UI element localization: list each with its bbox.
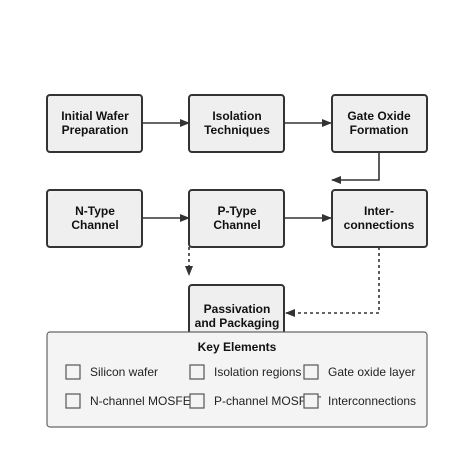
legend-label: P-channel MOSFET	[214, 394, 322, 408]
node-label-line-1: P-Type	[217, 204, 256, 218]
legend-swatch	[303, 393, 319, 409]
node-label-line-2: Channel	[213, 218, 260, 232]
legend-swatch	[189, 393, 205, 409]
legend-item-p-channel-mosfet: P-channel MOSFET	[189, 393, 322, 409]
legend-title: Key Elements	[198, 340, 277, 354]
legend-label-overlap-mask	[189, 392, 190, 393]
legend: Key Elements Silicon wafer Isolation reg…	[46, 331, 428, 428]
legend-item-n-channel-mosfet: N-channel MOSFET	[65, 393, 199, 409]
legend-swatch	[65, 364, 81, 380]
node-interconnections: Inter-connections	[331, 189, 428, 248]
node-label-line-2: Techniques	[204, 123, 270, 137]
node-label-line-1: Inter-	[364, 204, 394, 218]
legend-item-gate-oxide-layer: Gate oxide layer	[303, 364, 415, 380]
node-label-line-2: Preparation	[62, 123, 129, 137]
legend-swatch	[65, 393, 81, 409]
legend-item-silicon-wafer: Silicon wafer	[65, 364, 158, 380]
legend-label: Gate oxide layer	[328, 365, 415, 379]
legend-item-isolation-regions: Isolation regions	[189, 364, 301, 380]
node-label-line-2: and Packaging	[195, 316, 280, 330]
legend-label: Isolation regions	[214, 365, 301, 379]
legend-box	[46, 331, 428, 428]
legend-label: Interconnections	[328, 394, 416, 408]
node-label-line-1: Initial Wafer	[61, 109, 129, 123]
edge-interconnections-to-passivation	[285, 247, 380, 317]
edges	[142, 119, 380, 317]
node-label-line-2: Formation	[350, 123, 409, 137]
svg-text:Inter-connections: Inter-connections	[344, 204, 415, 232]
legend-item-interconnections: Interconnections	[303, 393, 416, 409]
node-label-line-2: connections	[344, 218, 415, 232]
node-label-line-1: N-Type	[75, 204, 115, 218]
node-label-line-2: Channel	[71, 218, 118, 232]
node-label-line-1: Passivation	[204, 302, 271, 316]
legend-swatch	[189, 364, 205, 380]
node-label-line-1: Isolation	[212, 109, 261, 123]
legend-swatch	[303, 364, 319, 380]
edge-gate-oxide-return	[331, 152, 380, 184]
legend-label: N-channel MOSFET	[90, 394, 199, 408]
node-label-line-1: Gate Oxide	[347, 109, 411, 123]
legend-label: Silicon wafer	[90, 365, 158, 379]
